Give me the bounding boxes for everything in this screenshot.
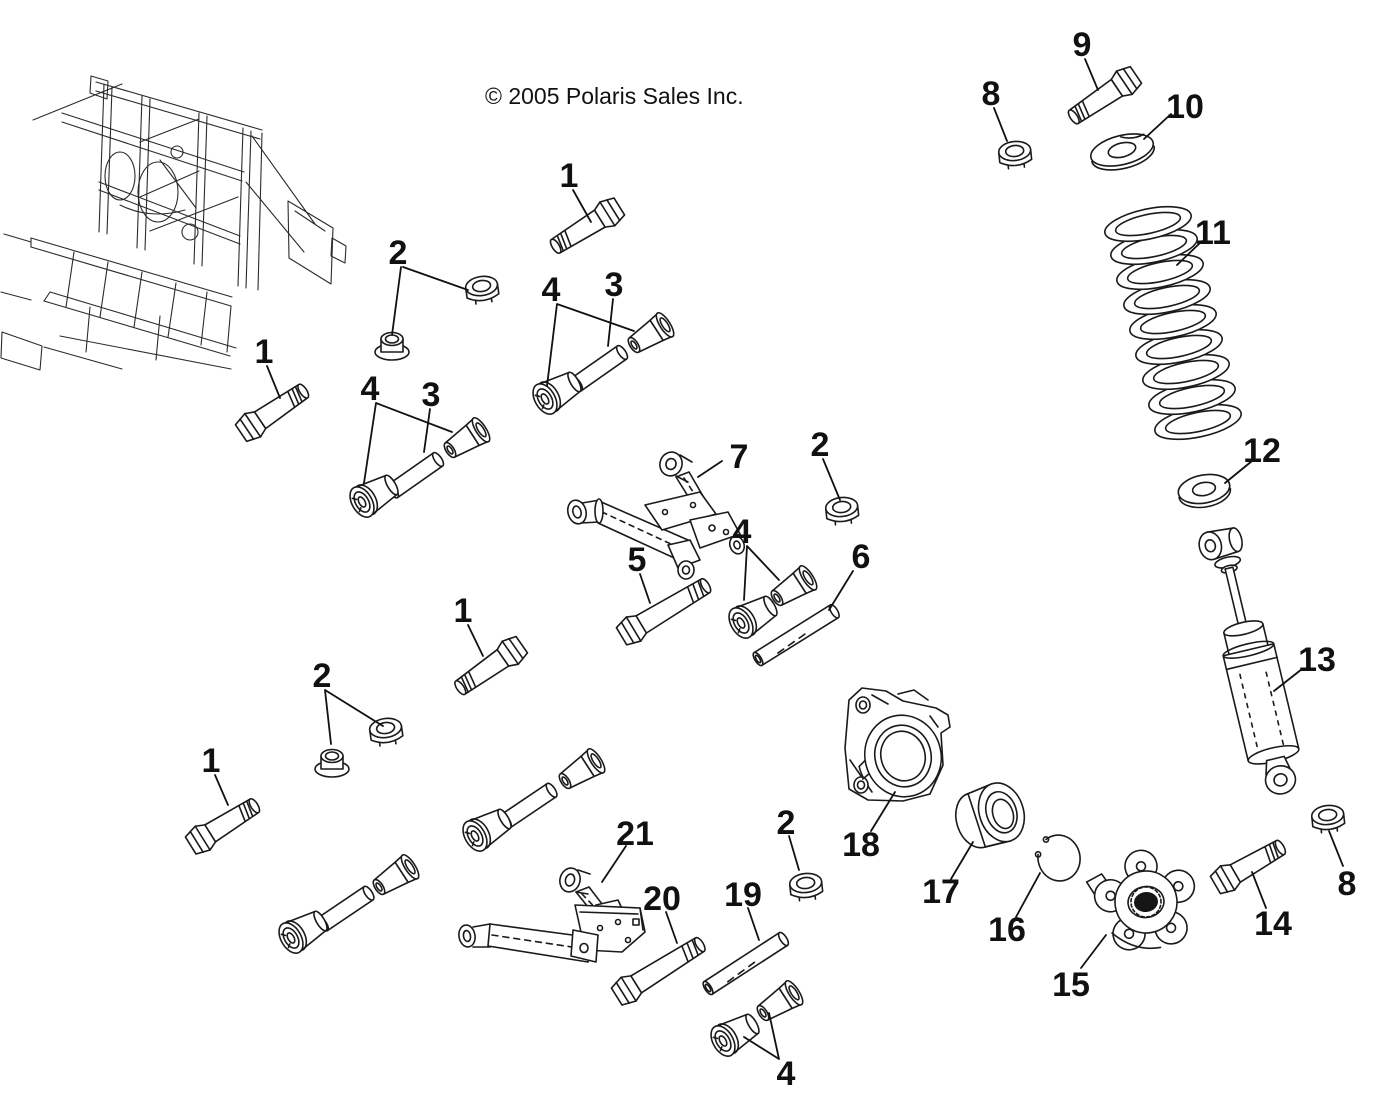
part-coil-spring-11 — [1104, 205, 1242, 441]
callout-19-shaft: 19 — [724, 876, 762, 914]
callout-16-snap-ring: 16 — [988, 911, 1026, 949]
callout-2-nuts-lower: 2 — [313, 657, 332, 695]
callout-2-nuts-upper: 2 — [389, 234, 408, 272]
callout-1-bolt-top: 1 — [560, 157, 579, 195]
part-nut-2-a — [463, 273, 501, 306]
part-nut-2-d — [314, 748, 350, 778]
callout-18-carrier: 18 — [842, 826, 880, 864]
callout-12-washer: 12 — [1243, 432, 1281, 470]
callout-6-shaft: 6 — [852, 538, 871, 576]
part-nut-2-c — [823, 495, 861, 527]
callout-4-bushings-b: 4 — [361, 370, 380, 408]
part-lower-control-arm-21 — [458, 867, 646, 963]
callout-4-bushings-a: 4 — [542, 271, 561, 309]
callout-15-hub: 15 — [1052, 966, 1090, 1004]
vehicle-frame-sketch — [0, 75, 347, 371]
copyright-notice: © 2005 Polaris Sales Inc. — [485, 83, 744, 109]
callout-7-upper-arm: 7 — [730, 438, 749, 476]
part-bushing-4-a — [622, 309, 678, 360]
part-shock-absorber-13 — [1198, 527, 1300, 795]
callout-8-nut-right: 8 — [1338, 865, 1357, 903]
part-nut-2-b — [374, 331, 410, 361]
callout-13-shock: 13 — [1298, 641, 1336, 679]
callout-3-tube-b: 3 — [422, 376, 441, 414]
callout-21-lower-arm: 21 — [616, 815, 654, 853]
part-bushing-4-d — [553, 745, 609, 796]
callout-17-bearing: 17 — [922, 873, 960, 911]
part-nut-8-a — [996, 139, 1034, 171]
part-bolt-5 — [613, 571, 717, 650]
leader-lines — [214, 58, 1344, 1060]
part-bushing-cup-4-b — [344, 467, 404, 523]
callout-5-bolt: 5 — [628, 541, 647, 579]
part-bolt-14 — [1207, 832, 1292, 898]
callout-labels: 1 2 4 3 1 4 3 7 2 5 4 6 1 2 1 9 8 10 11 … — [202, 26, 1357, 1093]
callout-10-retainer: 10 — [1166, 88, 1204, 126]
part-bearing-17 — [954, 782, 1026, 849]
part-snap-ring-16 — [1034, 834, 1081, 882]
part-bolt-1-d — [182, 791, 266, 859]
callout-1-bolt-mid: 1 — [454, 592, 473, 630]
part-bolt-9 — [1062, 62, 1145, 132]
part-wheel-hub-15 — [1085, 849, 1196, 951]
part-bushing-4-b — [438, 414, 494, 465]
callout-2-nut-arm: 2 — [811, 426, 830, 464]
part-bushing-cup-4-f — [705, 1006, 765, 1062]
part-bolt-1-c — [448, 632, 531, 702]
callout-14-bolt: 14 — [1254, 905, 1292, 943]
part-bolt-1-b — [232, 376, 315, 446]
part-bushing-cup-4-e — [273, 903, 333, 959]
callout-4-bushings-c: 4 — [733, 513, 752, 551]
callout-1-bolt-bottom: 1 — [202, 742, 221, 780]
part-bolt-1-a — [544, 193, 628, 261]
part-bearing-carrier-18 — [844, 687, 951, 802]
part-nut-2-f — [787, 871, 825, 903]
part-upper-control-arm-7 — [566, 451, 746, 580]
callout-8-nut-top: 8 — [982, 75, 1001, 113]
part-nut-8-b — [1309, 803, 1347, 835]
callout-2-nut-right: 2 — [777, 804, 796, 842]
part-washer-12 — [1177, 473, 1232, 509]
part-shaft-tube-19 — [700, 930, 792, 997]
callout-20-bolt: 20 — [643, 880, 681, 918]
part-retainer-washer-10 — [1089, 133, 1155, 171]
callout-11-spring: 11 — [1195, 214, 1231, 252]
part-bushing-4-f — [751, 977, 807, 1028]
callout-4-bushings-f: 4 — [777, 1055, 796, 1093]
callout-3-tube-a: 3 — [605, 266, 624, 304]
callout-1-bolt-left: 1 — [255, 333, 274, 371]
callout-9-bolt: 9 — [1073, 26, 1092, 64]
part-bushing-4-e — [367, 851, 423, 902]
